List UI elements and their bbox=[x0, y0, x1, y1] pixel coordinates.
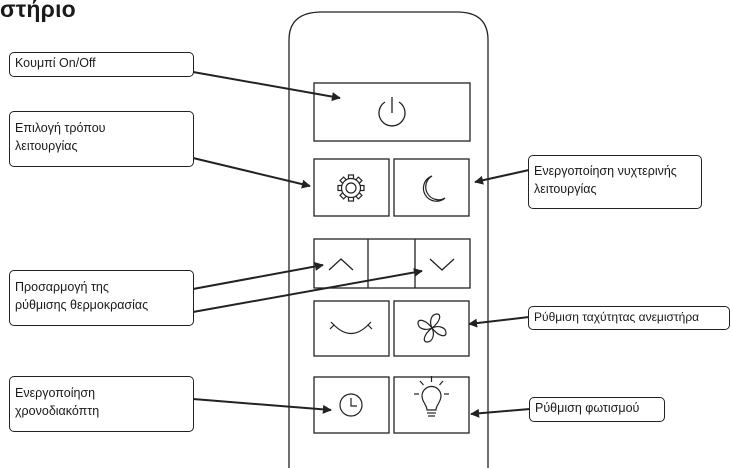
light-bulb-icon bbox=[414, 376, 449, 417]
callout-temperature-line-2: ρύθμισης θερμοκρασίας bbox=[15, 298, 149, 312]
callout-mode-line-1: Επιλογή τρόπου bbox=[15, 121, 106, 135]
chevron-up-icon bbox=[328, 258, 354, 271]
arrow-temp-down bbox=[192, 267, 423, 313]
moon-icon bbox=[422, 175, 446, 202]
arrow-light bbox=[470, 408, 531, 418]
page-title: στήριο bbox=[0, 0, 76, 22]
callout-timer-line-2: χρονοδιακόπτη bbox=[15, 404, 100, 418]
swing-arrows-icon bbox=[329, 321, 373, 335]
callout-fan-speed: Ρύθμιση ταχύτητας ανεμιστήρα bbox=[528, 306, 730, 330]
arrow-fan bbox=[468, 316, 530, 328]
arrow-timer bbox=[192, 398, 332, 414]
timer-button[interactable] bbox=[313, 376, 390, 434]
callout-temperature-line-1: Προσαρμογή της bbox=[15, 280, 109, 294]
callout-temperature: Προσαρμογή της ρύθμισης θερμοκρασίας bbox=[9, 270, 194, 326]
temp-up-button[interactable] bbox=[314, 239, 368, 288]
arrow-temp-up bbox=[192, 262, 324, 290]
callout-light: Ρύθμιση φωτισμού bbox=[529, 397, 665, 422]
callout-light-text: Ρύθμιση φωτισμού bbox=[535, 401, 640, 415]
fan-icon bbox=[417, 313, 447, 343]
fan-speed-button[interactable] bbox=[393, 300, 470, 357]
mode-button[interactable] bbox=[313, 158, 390, 217]
power-button[interactable] bbox=[313, 82, 471, 142]
callout-power-text: Κουμπί On/Off bbox=[15, 56, 96, 70]
light-button[interactable] bbox=[393, 376, 470, 434]
callout-fan-speed-text: Ρύθμιση ταχύτητας ανεμιστήρα bbox=[534, 310, 700, 324]
callout-night-line-2: λειτουργίας bbox=[534, 182, 597, 196]
arrow-night bbox=[474, 169, 530, 185]
callout-timer-line-1: Ενεργοποίηση bbox=[15, 386, 96, 400]
callout-power: Κουμπί On/Off bbox=[9, 52, 194, 77]
power-icon bbox=[378, 97, 406, 127]
night-mode-button[interactable] bbox=[393, 158, 470, 217]
arrow-power bbox=[192, 71, 341, 102]
temp-down-button[interactable] bbox=[415, 239, 470, 288]
callout-mode-line-2: λειτουργίας bbox=[15, 139, 78, 153]
callout-timer: Ενεργοποίηση χρονοδιακόπτη bbox=[9, 376, 194, 432]
callout-night-line-1: Ενεργοποίηση νυχτερινής bbox=[534, 164, 677, 178]
remote-body bbox=[288, 11, 489, 468]
clock-icon bbox=[339, 393, 363, 417]
callout-night: Ενεργοποίηση νυχτερινής λειτουργίας bbox=[528, 155, 702, 209]
arrow-mode bbox=[192, 157, 311, 189]
gear-icon bbox=[337, 174, 365, 202]
callout-mode: Επιλογή τρόπου λειτουργίας bbox=[9, 111, 194, 167]
leader-arrows bbox=[192, 71, 531, 418]
swing-button[interactable] bbox=[313, 300, 390, 357]
chevron-down-icon bbox=[429, 258, 455, 271]
